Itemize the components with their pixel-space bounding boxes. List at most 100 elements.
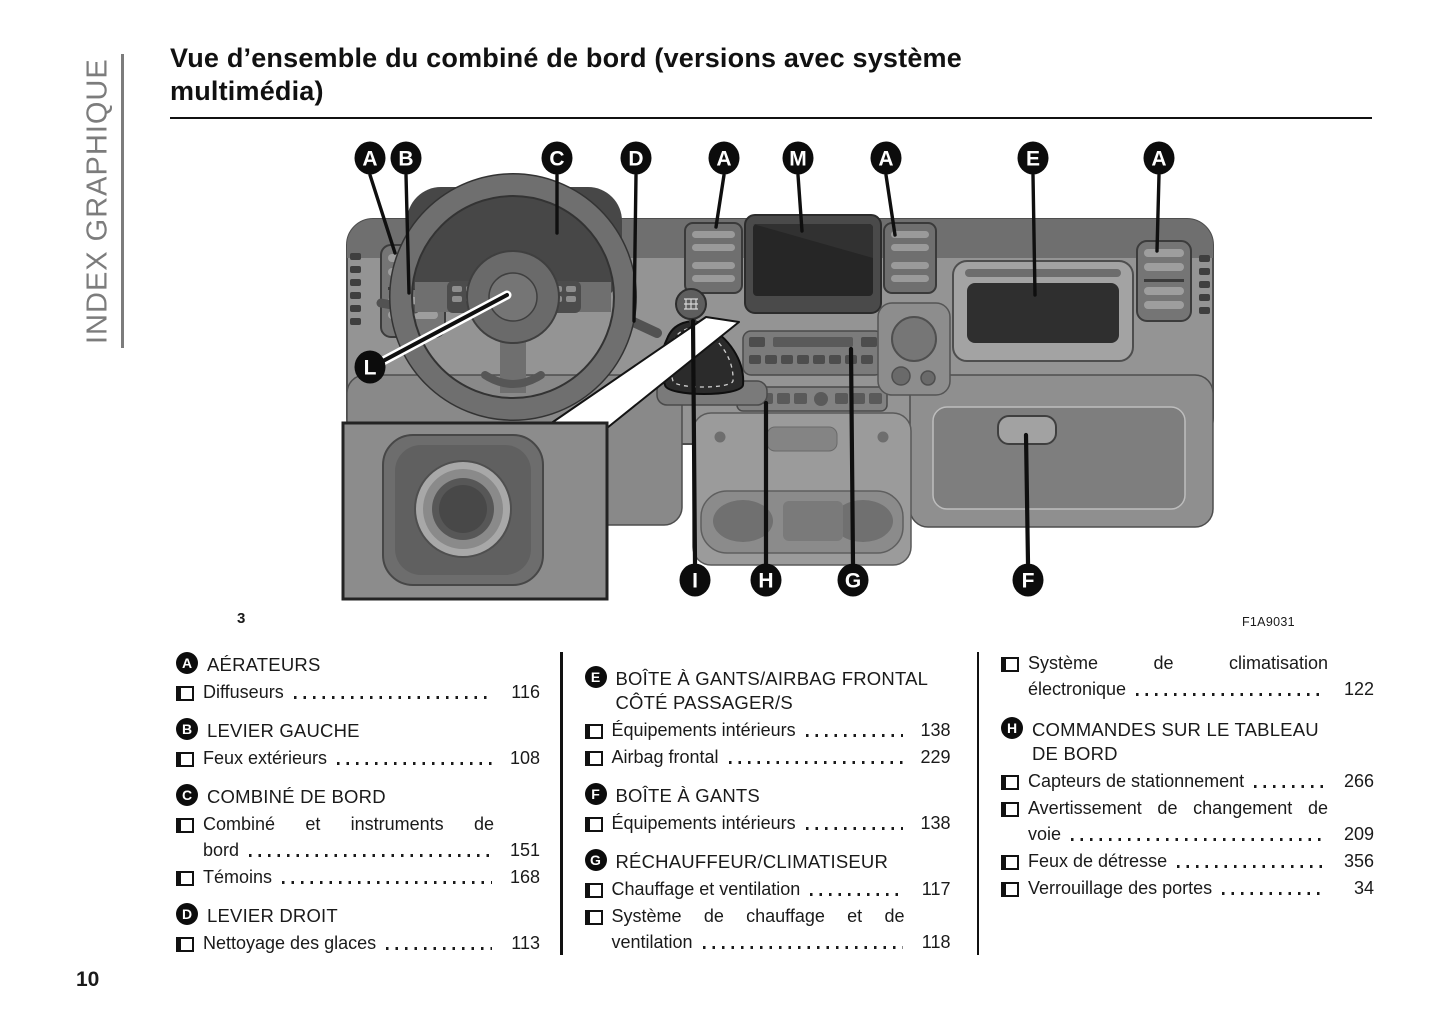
center-vent-left [684, 222, 743, 294]
item-page-number: 229 [920, 747, 951, 767]
section-title-line1: COMMANDES SUR LE TABLEAU [1032, 719, 1319, 740]
dot-leader [1254, 785, 1326, 788]
index-item: Feux extérieurs 108 [176, 747, 540, 770]
dashboard-figure: A B C D A M A E A L I H G F [341, 141, 1214, 601]
index-item: Équipements intérieurs 138 [584, 719, 951, 742]
climate-control-panel [742, 330, 884, 376]
index-section-f: F BOÎTE À GANTS [584, 783, 951, 808]
item-label-line2: électronique [1028, 679, 1127, 699]
dot-leader [282, 881, 492, 884]
item-label-line1: Système de climatisation [1028, 653, 1328, 673]
dot-leader [1136, 693, 1326, 696]
item-label: Nettoyage des glaces [203, 933, 377, 953]
dot-leader [293, 696, 492, 699]
callout-top-6: M [789, 148, 807, 171]
figure-number: 3 [237, 610, 246, 627]
steering-wheel [389, 173, 637, 421]
callout-wheel-l: L [364, 357, 377, 380]
callout-leader-lines [368, 173, 1161, 566]
index-column-2: E BOÎTE À GANTS/AIRBAG FRONTAL CÔTÉ PASS… [563, 652, 977, 955]
callout-bottom-1: I [692, 570, 698, 593]
index-section-a: A AÉRATEURS [176, 652, 540, 677]
power-socket-inset [341, 421, 609, 601]
section-title-line2: CÔTÉ PASSAGER/S [615, 692, 793, 713]
item-page-number: 138 [920, 813, 951, 833]
square-bullet-icon [584, 724, 603, 739]
callout-top-1: A [362, 148, 377, 171]
item-page-number: 116 [511, 682, 540, 702]
callout-top-2: B [398, 148, 413, 171]
index-section-e: E BOÎTE À GANTS/AIRBAG FRONTAL CÔTÉ PASS… [584, 666, 951, 715]
item-label: Capteurs de stationnement [1028, 771, 1245, 791]
lower-center-console [692, 412, 912, 566]
square-bullet-icon [584, 883, 603, 898]
item-page-number: 138 [920, 720, 951, 740]
item-label: Verrouillage des portes [1028, 878, 1213, 898]
dot-leader [1222, 892, 1326, 895]
index-item: Diffuseurs 116 [176, 681, 540, 704]
dot-leader [805, 734, 903, 737]
page-number: 10 [76, 968, 100, 991]
square-bullet-icon [584, 817, 603, 832]
infotainment-display [744, 214, 882, 314]
index-column-1: A AÉRATEURS Diffuseurs 116 B LEVIER GAUC… [176, 652, 560, 955]
item-page-number: 122 [1343, 679, 1374, 699]
item-body: Combiné et instruments de bord 151 [203, 813, 540, 862]
sidebar-vertical-label: INDEX GRAPHIQUE [81, 58, 114, 344]
item-label-line2-row: électronique 122 [1028, 678, 1374, 701]
index-item: Chauffage et ventilation 117 [584, 878, 951, 901]
item-label-line2: voie [1028, 824, 1062, 844]
callout-top-8: E [1026, 148, 1040, 171]
item-label-line2: ventilation [611, 932, 693, 952]
square-bullet-icon [1001, 657, 1019, 672]
graphic-index: A AÉRATEURS Diffuseurs 116 B LEVIER GAUC… [176, 652, 1374, 955]
section-letter-badge: H [1001, 717, 1023, 739]
section-letter-badge: D [176, 903, 198, 925]
item-label-line1: Avertissement de changement de [1028, 798, 1328, 818]
section-title: BOÎTE À GANTS [615, 785, 760, 806]
callout-badges: A B C D A M A E A L I H G F [354, 141, 1175, 597]
index-section-b: B LEVIER GAUCHE [176, 718, 540, 743]
callout-bottom-2: H [758, 570, 773, 593]
index-item: Témoins 168 [176, 866, 540, 889]
item-page-number: 151 [509, 840, 540, 860]
center-vent-right [883, 222, 937, 294]
center-cup-console [877, 302, 951, 396]
index-item-two-line: Système de chauffage et de ventilation 1… [584, 905, 951, 954]
item-page-number: 209 [1343, 824, 1374, 844]
index-item-two-line: Combiné et instruments de bord 151 [176, 813, 540, 862]
page-title: Vue d’ensemble du combiné de bord (versi… [170, 42, 1372, 108]
item-body: Système de chauffage et de ventilation 1… [612, 905, 951, 954]
section-letter-badge: G [584, 849, 607, 871]
section-title: LEVIER DROIT [207, 905, 338, 926]
section-letter-badge: F [584, 783, 607, 805]
callout-l-leader [378, 290, 512, 366]
index-item: Capteurs de stationnement 266 [1001, 770, 1374, 793]
item-label: Témoins [203, 867, 273, 887]
section-letter-badge: A [176, 652, 198, 674]
callout-top-7: A [878, 148, 893, 171]
item-label-line1: Système de chauffage et de [611, 906, 905, 926]
square-bullet-icon [176, 937, 194, 952]
item-label-line2-row: ventilation 118 [612, 931, 951, 954]
section-title: AÉRATEURS [207, 654, 321, 675]
item-page-number: 108 [509, 748, 540, 768]
item-label-line2-row: bord 151 [203, 839, 540, 862]
index-item: Feux de détresse 356 [1001, 850, 1374, 873]
item-page-number: 34 [1353, 878, 1374, 898]
section-letter-badge: C [176, 784, 198, 806]
page-title-line2: multimédia) [170, 75, 324, 106]
callout-top-4: D [628, 148, 643, 171]
item-page-number: 168 [509, 867, 540, 887]
section-title: LEVIER GAUCHE [207, 720, 360, 741]
dot-leader [728, 761, 903, 764]
item-page-number: 266 [1343, 771, 1374, 791]
column-divider [976, 652, 979, 955]
square-bullet-icon [176, 752, 194, 767]
right-pillar-vent [1199, 255, 1210, 314]
sidebar-rule [121, 54, 124, 348]
dot-leader [1177, 865, 1326, 868]
instrument-cluster [407, 187, 622, 302]
square-bullet-icon [1001, 802, 1019, 817]
